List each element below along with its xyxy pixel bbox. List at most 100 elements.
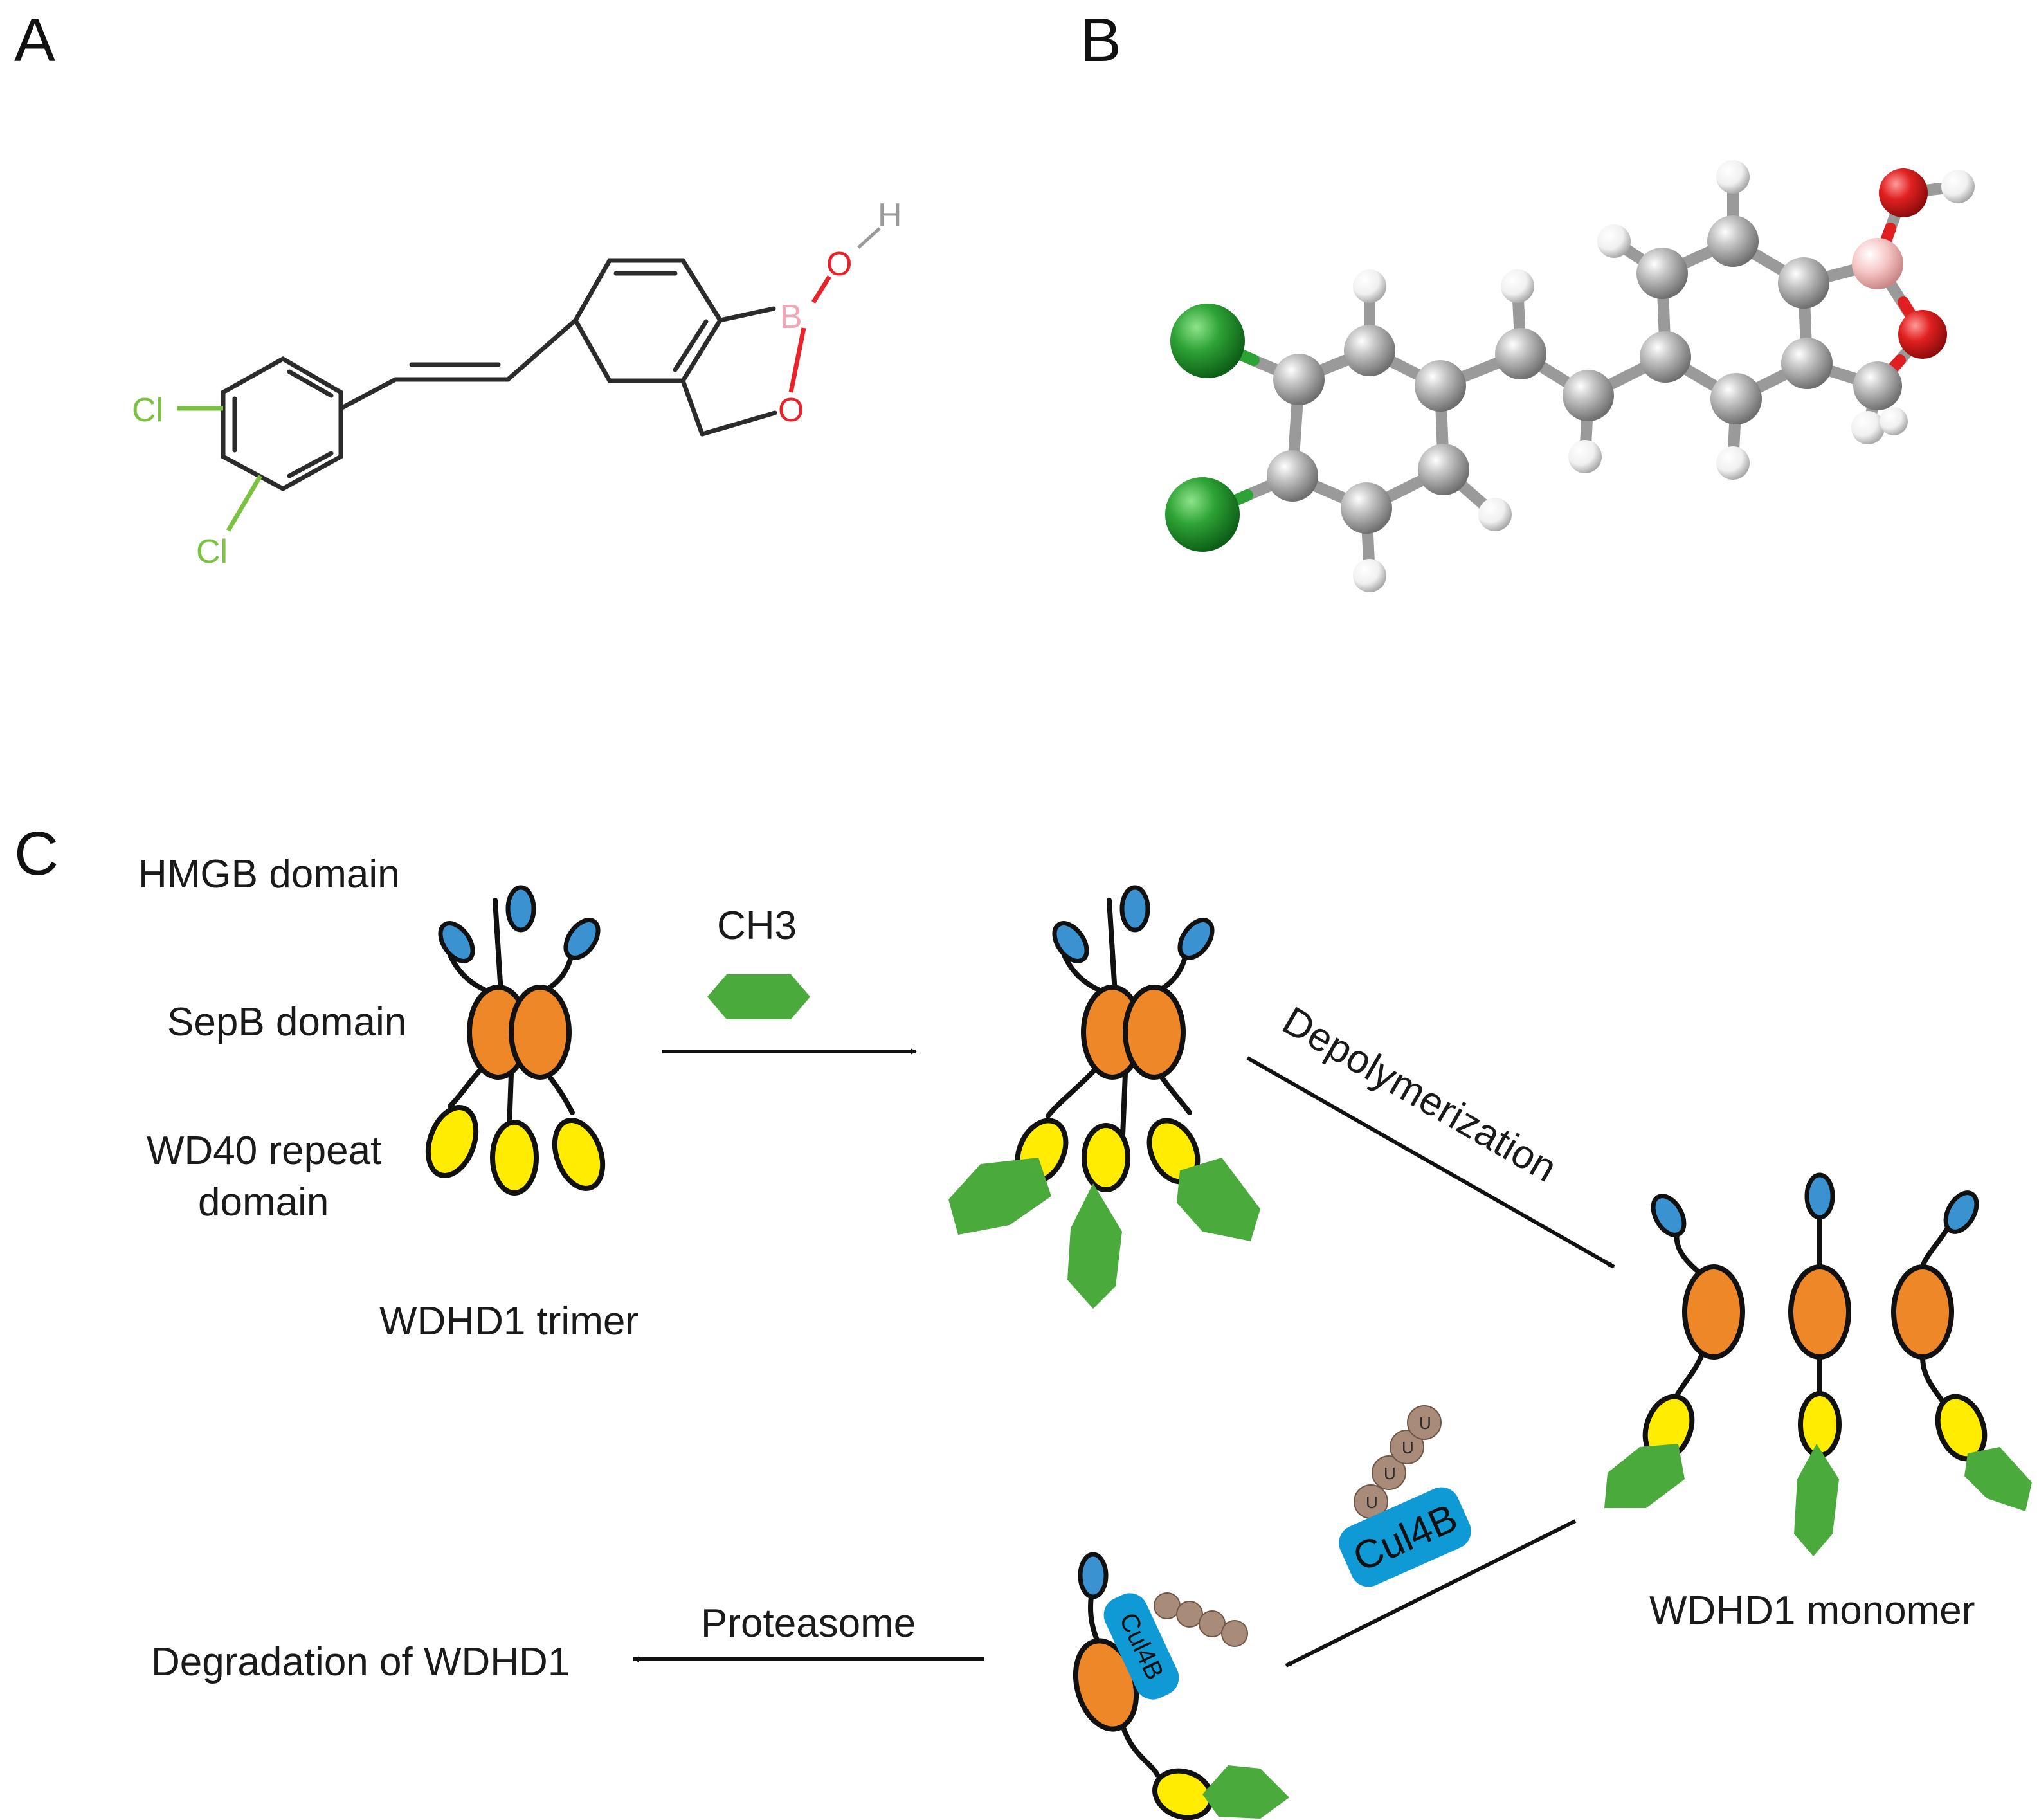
label-degradation-of-wdhd1: Degradation of WDHD1 <box>151 1640 570 1684</box>
atom-b: B <box>780 298 802 336</box>
ubiquitin-label: U <box>1384 1464 1396 1483</box>
ubiquitin-icon <box>1176 1601 1203 1628</box>
ubiquitination-arrow <box>1285 1519 1577 1668</box>
hydrogen-atom <box>1597 224 1631 258</box>
carbon-atom <box>1495 328 1546 379</box>
cul4b-icon <box>1339 1487 1471 1587</box>
panel-b-letter: B <box>1080 6 1121 75</box>
cul4b-icon <box>1103 1593 1179 1700</box>
depolymerization-arrow <box>1246 1056 1615 1269</box>
hmgb-domain <box>1078 1552 1109 1599</box>
hmgb-domain <box>1177 918 1215 960</box>
ch3-compound-icon <box>707 974 810 1019</box>
ubiquitin-icon <box>1372 1455 1406 1490</box>
panel-a-letter: A <box>14 6 55 75</box>
wdhd1-monomers <box>1604 1172 2032 1556</box>
carbon-atom <box>1707 215 1759 267</box>
hydrogen-atom <box>1353 269 1386 303</box>
carbon-atom <box>1267 450 1318 502</box>
carbon-atom <box>1853 361 1902 410</box>
ch3-compound-icon <box>948 1158 1051 1235</box>
hydrogen-atom <box>1716 160 1750 194</box>
boron-atom <box>1852 238 1903 289</box>
ubiquitin-label: U <box>1419 1414 1431 1433</box>
ubiquitin-icon <box>1199 1610 1226 1637</box>
wd40-domain <box>1082 1123 1130 1192</box>
ch3-compound-icon <box>1964 1447 2032 1511</box>
wd40-domain <box>1798 1391 1842 1458</box>
label-wd40-domain-line2: domain <box>198 1180 329 1224</box>
panel-c-letter: C <box>14 819 59 888</box>
wd40-domain <box>490 1120 539 1196</box>
ch3-compound-icon <box>1177 1158 1260 1241</box>
chlorine-atom <box>1170 304 1245 378</box>
ubiquitin-icon <box>1390 1430 1424 1464</box>
atom-h: H <box>878 197 902 234</box>
carbon-atom <box>1273 354 1325 405</box>
label-proteasome: Proteasome <box>701 1601 916 1646</box>
hmgb-domain <box>438 921 475 963</box>
label-wdhd1-monomer: WDHD1 monomer <box>1649 1588 1975 1633</box>
hmgb-domain <box>1804 1172 1835 1220</box>
atom-o-hydroxyl: O <box>826 246 852 283</box>
chlorine-atom <box>1165 477 1240 552</box>
carbon-atom <box>1636 248 1688 299</box>
sepb-domain <box>509 985 572 1080</box>
hydrogen-atom <box>1501 269 1534 303</box>
hmgb-domain <box>1052 921 1089 963</box>
sepb-domain <box>1123 985 1186 1080</box>
hydrogen-atom <box>1353 559 1386 592</box>
hmgb-domain <box>505 885 536 933</box>
ubiquitin-icon <box>1154 1592 1181 1619</box>
wd40-domain <box>552 1118 606 1191</box>
carbon-atom <box>1781 338 1833 389</box>
left-ring <box>221 356 343 491</box>
structure-2d <box>177 227 881 532</box>
wd40-domain <box>425 1105 479 1178</box>
carbon-atom <box>1563 370 1614 421</box>
ubiquitin-label: U <box>1366 1493 1378 1512</box>
ch3-compound-icon <box>1067 1183 1122 1309</box>
hydrogen-atom <box>1478 498 1512 531</box>
right-ring <box>572 258 723 383</box>
sepb-domain <box>1788 1264 1851 1360</box>
sepb-domain <box>1891 1264 1954 1360</box>
hydrogen-atom <box>1716 446 1750 480</box>
ubiquitin-label: U <box>1402 1438 1414 1457</box>
label-wd40-domain-line1: WD40 repeat <box>147 1129 381 1173</box>
ubiquitin-icon <box>1407 1405 1442 1440</box>
hydrogen-atom <box>1851 411 1885 444</box>
oxygen-atom <box>1898 310 1947 359</box>
hydrogen-atom <box>1880 407 1908 435</box>
hydrogen-atom <box>1568 440 1602 473</box>
ch3-compound-icon <box>1202 1765 1289 1819</box>
cul4b-ubiquitin-complex: U U U U Cul4B <box>1339 1405 1471 1587</box>
oxygen-atom <box>1879 168 1928 217</box>
panel-b: B <box>1080 6 1975 592</box>
cl-bond-2 <box>226 475 263 532</box>
ubiquitinated-wdhd1: Cul4B <box>1073 1552 1289 1820</box>
atom-cl-1: Cl <box>132 392 163 429</box>
carbon-atom <box>1640 331 1691 383</box>
hmgb-domain <box>563 918 601 960</box>
atom-o-ring: O <box>778 392 804 429</box>
carbon-atom <box>1778 257 1829 309</box>
carbon-atom <box>1341 482 1392 534</box>
hmgb-domain <box>1651 1194 1687 1237</box>
ball-and-stick-model <box>1165 160 1975 592</box>
hydrogen-atom <box>1941 170 1975 203</box>
wdhd1-trimer-bound <box>948 885 1260 1309</box>
hmgb-domain <box>1119 885 1150 933</box>
panel-c: C HMGB domain SepB domain WD40 repeat do… <box>14 819 2032 1820</box>
label-sepb-domain: SepB domain <box>167 1000 406 1044</box>
carbon-atom <box>1344 325 1395 376</box>
carbon-atom <box>1415 360 1466 412</box>
label-hmgb-domain: HMGB domain <box>138 852 400 896</box>
panel-a: A Cl Cl <box>14 6 902 570</box>
wdhd1-trimer <box>425 885 606 1196</box>
carbon-atom <box>1710 373 1762 424</box>
hmgb-domain <box>1943 1190 1979 1234</box>
label-ch3: CH3 <box>717 904 797 948</box>
atom-cl-2: Cl <box>196 533 228 570</box>
